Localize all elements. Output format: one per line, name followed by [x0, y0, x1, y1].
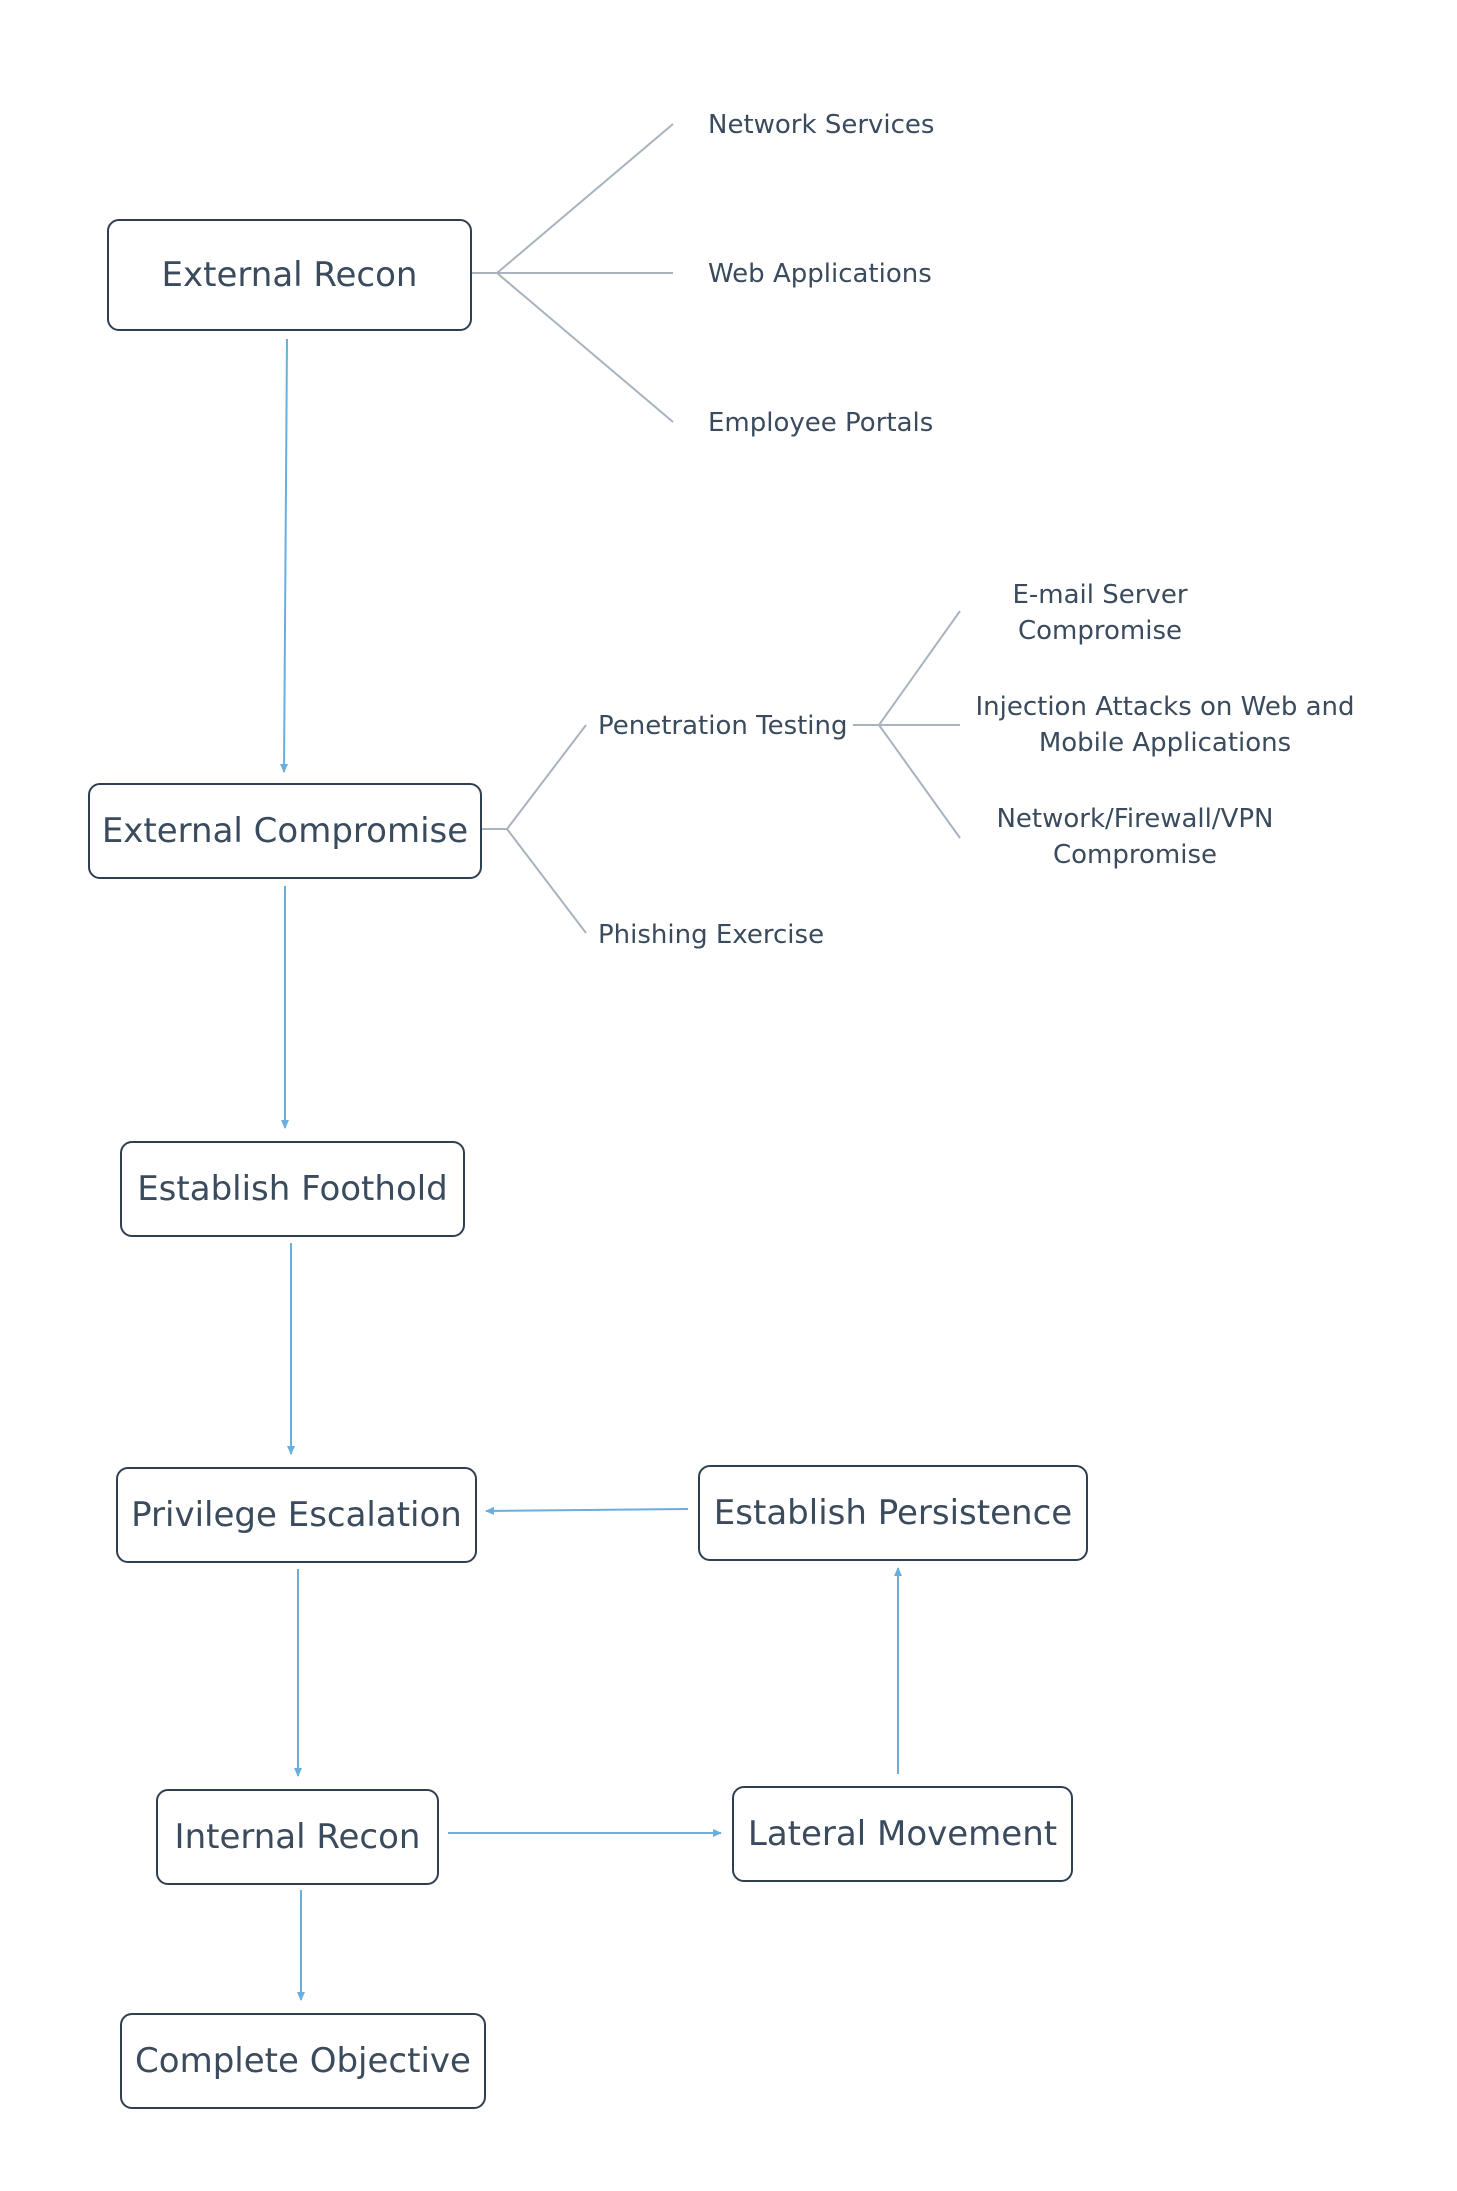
stage-establish-foothold[interactable]: Establish Foothold — [120, 1141, 465, 1237]
branch-recon-portals — [496, 272, 674, 423]
method-penetration-testing: Penetration Testing — [598, 711, 848, 741]
technique-network-firewall-vpn: Network/Firewall/VPN Compromise — [975, 801, 1295, 873]
stage-external-recon[interactable]: External Recon — [107, 219, 472, 331]
stage-establish-persistence[interactable]: Establish Persistence — [698, 1465, 1088, 1561]
branch-compromise-pentest — [506, 724, 587, 830]
recon-target-network-services: Network Services — [708, 110, 935, 140]
branch-compromise-phishing — [506, 828, 587, 934]
arrow-persistence-to-escalation — [485, 1506, 689, 1515]
stage-lateral-movement[interactable]: Lateral Movement — [732, 1786, 1073, 1882]
technique-network-line-2: Compromise — [1052, 840, 1217, 870]
branch-pentest-network — [878, 724, 961, 839]
technique-injection-attacks: Injection Attacks on Web and Mobile Appl… — [970, 689, 1360, 761]
branch-pentest-email — [878, 610, 961, 726]
technique-email-server-compromise: E-mail Server Compromise — [975, 577, 1225, 649]
branch-recon-network — [496, 123, 674, 274]
technique-injection-line-1: Injection Attacks on Web and — [975, 692, 1355, 722]
flow-arrows — [280, 338, 902, 2001]
recon-target-web-applications: Web Applications — [708, 259, 932, 289]
stage-internal-recon[interactable]: Internal Recon — [156, 1789, 439, 1885]
recon-target-employee-portals: Employee Portals — [708, 408, 934, 438]
arrow-recon-to-compromise — [280, 338, 289, 773]
technique-email-line-2: Compromise — [1017, 616, 1182, 646]
stage-complete-objective[interactable]: Complete Objective — [120, 2013, 486, 2109]
technique-network-line-1: Network/Firewall/VPN — [996, 804, 1274, 834]
stage-external-compromise[interactable]: External Compromise — [88, 783, 482, 879]
branch-lines — [472, 123, 961, 934]
technique-injection-line-2: Mobile Applications — [1038, 728, 1292, 758]
technique-email-line-1: E-mail Server — [1012, 580, 1188, 610]
stage-privilege-escalation[interactable]: Privilege Escalation — [116, 1467, 477, 1563]
method-phishing-exercise: Phishing Exercise — [598, 920, 825, 950]
